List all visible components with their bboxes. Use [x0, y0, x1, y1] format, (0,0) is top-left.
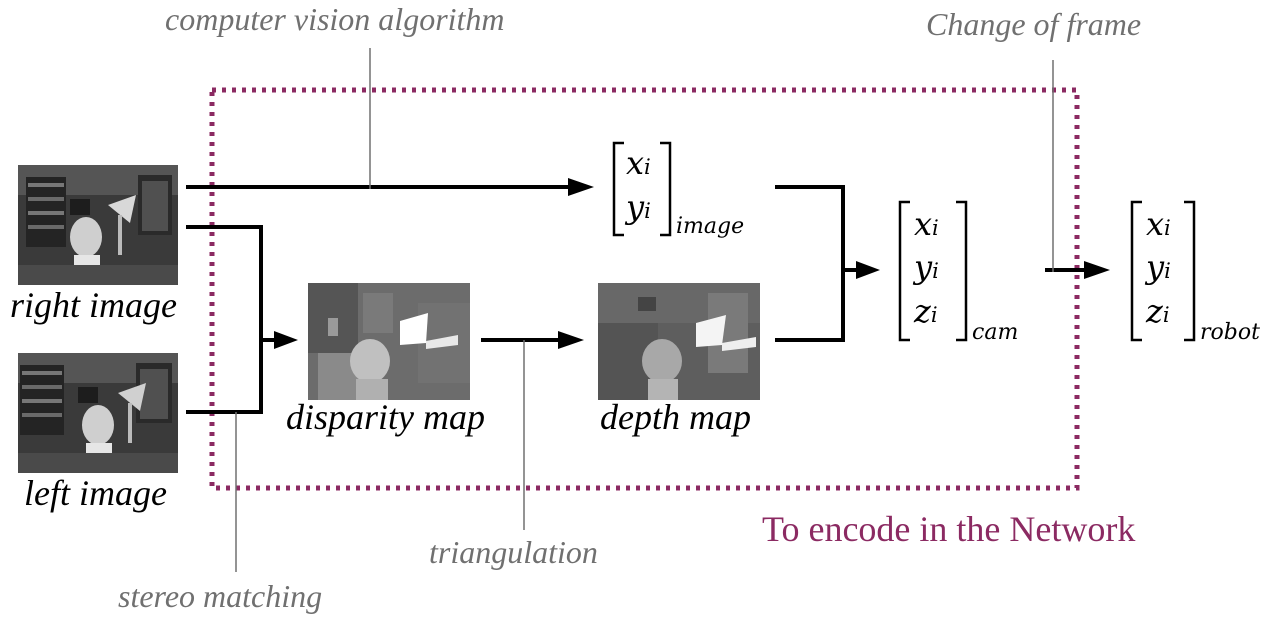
robot-vector-z: zi [1146, 292, 1170, 330]
right-image-label: right image [10, 285, 177, 325]
cam-vector-brackets [898, 200, 968, 342]
depth-map-label: depth map [600, 397, 751, 437]
left-image-photo [18, 353, 178, 473]
depth-map-image [598, 283, 760, 400]
cam-vector-subscript: cam [972, 320, 1019, 345]
triangulation-label: triangulation [429, 534, 598, 570]
cam-vector-y: yi [914, 248, 939, 286]
network-box-label: To encode in the Network [762, 509, 1136, 549]
image-vector-x: xi [626, 144, 651, 182]
robot-vector-x: xi [1146, 205, 1171, 243]
stereo-matching-label: stereo matching [118, 578, 323, 614]
robot-vector-y: yi [1146, 248, 1171, 286]
image-vector-subscript: image [676, 214, 745, 239]
cam-vector-x: xi [914, 205, 939, 243]
merge-bottom-line [775, 270, 845, 342]
merge-arrow-head [856, 261, 880, 279]
change-of-frame-label: Change of frame [926, 6, 1142, 42]
cv-arrow-head [568, 178, 594, 196]
image-vector-y: yi [626, 188, 651, 226]
robot-vector-subscript: robot [1200, 320, 1260, 345]
stereo-left-line [186, 340, 263, 414]
triangulation-arrow-head [558, 331, 584, 349]
cam-vector-z: zi [914, 292, 938, 330]
computer-vision-label: computer vision algorithm [165, 1, 505, 37]
network-box [209, 87, 1080, 491]
disparity-map-image [308, 283, 470, 400]
image-vector-brackets [612, 141, 672, 237]
frame-arrow-head [1084, 261, 1110, 279]
right-image-photo [18, 165, 178, 285]
left-image-label: left image [24, 473, 167, 513]
disparity-map-label: disparity map [286, 397, 486, 437]
robot-vector-brackets [1130, 200, 1196, 342]
stereo-arrow-head [274, 331, 298, 349]
merge-top-line [775, 185, 845, 270]
stereo-right-line [186, 225, 263, 340]
